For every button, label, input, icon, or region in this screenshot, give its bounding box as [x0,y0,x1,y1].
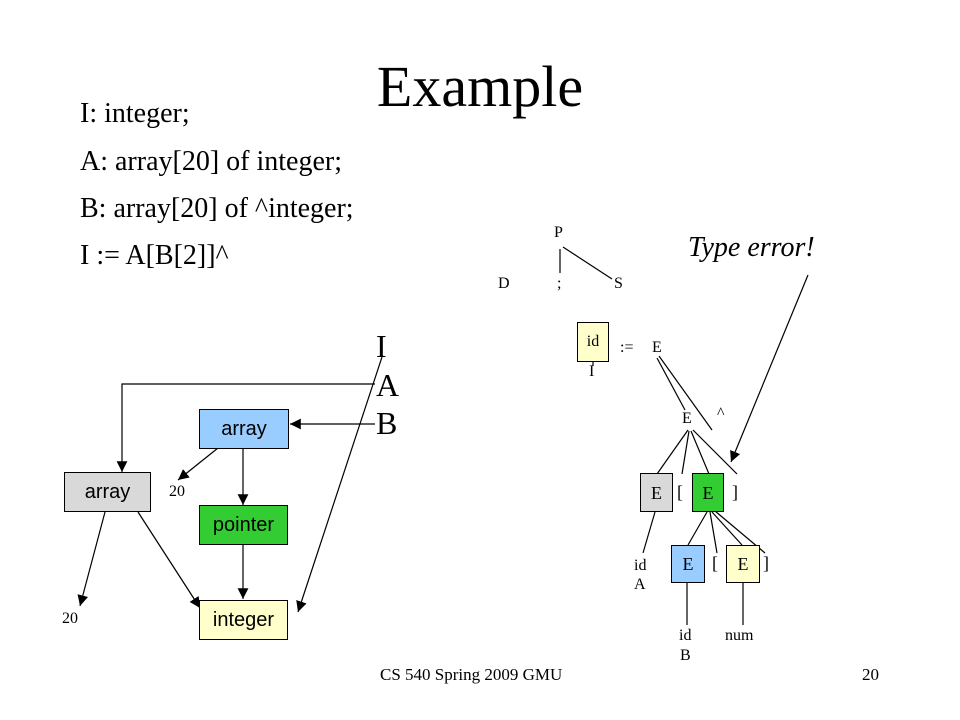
tree-E-yellow-node: E [726,545,760,583]
edge-Etop-Emid-right [658,355,713,431]
tree-id-B: id [679,627,692,644]
tree-A-label: A [634,576,646,593]
tree-E-green-node: E [692,473,724,512]
edge-Egreen-Eblue [687,511,708,546]
edge-Emid-lbracket [681,430,690,475]
edge-Etop-Emid-left [656,357,686,411]
edge-Emid-Egreen [690,430,710,475]
tree-rbracket-2: ] [763,553,769,573]
var-A: A [376,367,400,403]
tree-semicolon: ; [557,275,562,292]
edge-Egreen-Eyellow [711,511,743,546]
tree-E-top: E [652,339,662,356]
tree-E-mid: E [682,410,692,427]
edge-Emid-Eleft [656,429,689,475]
arrow-type-error [730,274,809,463]
tree-rbracket-1: ] [732,482,738,502]
type-error-annotation: Type error! [688,232,815,263]
array-inner-node: array [199,409,289,449]
tree-lbracket-2: [ [712,553,718,573]
edge-P-S [562,246,613,280]
tree-id-I-node: id [577,322,609,362]
tree-lbracket-1: [ [677,482,683,502]
code-line-3: B: array[20] of ^integer; [80,193,354,224]
edge-Emid-rbracket [692,429,738,475]
tree-D: D [498,275,510,292]
tree-E-blue-node: E [671,545,705,583]
tree-caret: ^ [717,405,725,422]
var-I: I [376,328,387,364]
arrow-array-to-20 [177,447,219,481]
edge-Eleft-idA [642,511,656,554]
tree-S: S [614,275,623,292]
var-B: B [376,405,398,441]
footer-course: CS 540 Spring 2009 GMU [380,665,563,684]
arrow-A-to-outer-array [116,383,375,472]
array-outer-node: array [64,472,151,512]
tree-id-A: id [634,557,647,574]
code-line-4: I := A[B[2]]^ [80,240,229,271]
tree-B-label: B [680,647,691,664]
slide-title: Example [376,54,584,119]
code-line-1: I: integer; [80,98,190,129]
size-outer-label: 20 [62,610,78,627]
size-inner-label: 20 [169,483,185,500]
page-number: 20 [862,665,879,684]
integer-node: integer [199,600,288,640]
pointer-node: pointer [199,505,288,545]
arrow-I-to-integer [296,356,383,613]
tree-E-left-node: E [640,473,673,512]
tree-P: P [554,224,563,241]
tree-I-label: I [589,363,595,380]
tree-assign: := [620,339,634,356]
code-line-2: A: array[20] of integer; [80,146,342,177]
arrow-outer-array-to-20 [77,511,106,607]
tree-num: num [725,627,754,644]
edge-Egreen-lbracket2 [709,511,718,554]
arrow-outer-array-to-integer [137,511,201,609]
